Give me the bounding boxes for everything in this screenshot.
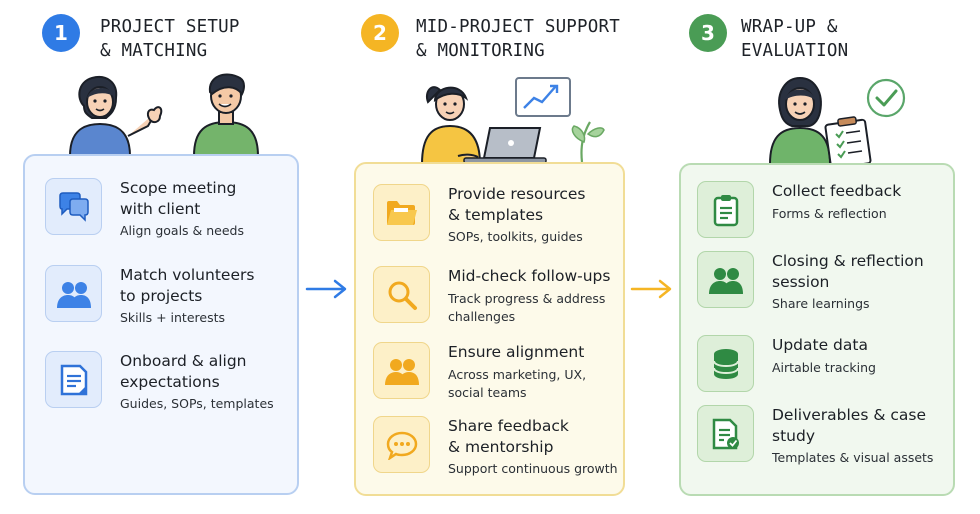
folder-icon [373, 184, 430, 241]
step-title: Collect feedback [772, 182, 902, 200]
people-icon [45, 265, 102, 322]
step-subtitle: Share learnings [772, 296, 870, 311]
step-subtitle: Forms & reflection [772, 206, 887, 221]
step-title: Provide resources & templates [448, 185, 586, 224]
people-icon [697, 251, 754, 308]
phase-1-panel: Scope meeting with client Align goals & … [23, 154, 299, 495]
woman-laptop-illustration [420, 77, 605, 165]
step-title: Match volunteers to projects [120, 266, 255, 305]
people-icon [373, 342, 430, 399]
database-icon [697, 335, 754, 392]
step-subtitle: Support continuous growth [448, 461, 618, 476]
arrow-right-icon [630, 279, 672, 299]
phase-3-number-badge: 3 [689, 14, 727, 52]
step-title: Update data [772, 336, 868, 354]
phase-1-title: PROJECT SETUP & MATCHING [100, 17, 240, 61]
document-icon [45, 351, 102, 408]
step-title: Deliverables & case study [772, 406, 926, 445]
step-title: Scope meeting with client [120, 179, 237, 218]
step-subtitle: SOPs, toolkits, guides [448, 229, 583, 244]
speech-bubble-icon [373, 416, 430, 473]
step-subtitle: Align goals & needs [120, 223, 244, 238]
step-subtitle: Airtable tracking [772, 360, 876, 375]
step-title: Ensure alignment [448, 343, 585, 361]
phase-1-number-badge: 1 [42, 14, 80, 52]
phase-3-title: WRAP-UP & EVALUATION [741, 17, 849, 61]
step-subtitle: Templates & visual assets [772, 450, 934, 465]
arrow-right-icon [305, 279, 347, 299]
magnifier-icon [373, 266, 430, 323]
woman-clipboard-illustration [768, 76, 906, 166]
phase-2-number-badge: 2 [361, 14, 399, 52]
phase-2-panel: Provide resources & templates SOPs, tool… [354, 162, 625, 496]
step-subtitle: Track progress & address challenges [448, 291, 606, 324]
step-subtitle: Across marketing, UX, social teams [448, 367, 587, 400]
document-check-icon [697, 405, 754, 462]
clipboard-icon [697, 181, 754, 238]
step-subtitle: Skills + interests [120, 310, 225, 325]
step-title: Mid-check follow-ups [448, 267, 611, 285]
people-talking-illustration [68, 73, 260, 157]
step-subtitle: Guides, SOPs, templates [120, 396, 274, 411]
chat-bubbles-icon [45, 178, 102, 235]
step-title: Closing & reflection session [772, 252, 924, 291]
phase-3-panel: Collect feedback Forms & reflection Clos… [679, 163, 955, 496]
step-title: Onboard & align expectations [120, 352, 247, 391]
phase-2-title: MID-PROJECT SUPPORT & MONITORING [416, 17, 620, 61]
step-title: Share feedback & mentorship [448, 417, 569, 456]
